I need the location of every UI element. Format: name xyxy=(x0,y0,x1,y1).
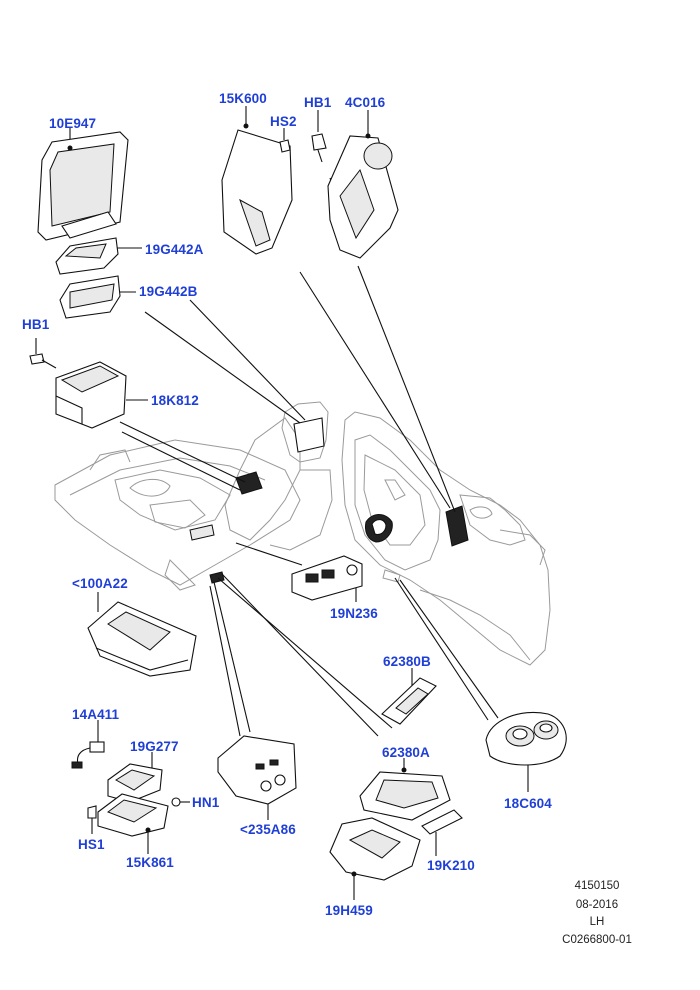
part-HN1-drawing xyxy=(171,797,181,807)
part-18K812-drawing xyxy=(55,361,127,429)
callout-HN1: HN1 xyxy=(192,795,220,810)
revision-date: 08-2016 xyxy=(575,899,619,911)
callout-10E947: 10E947 xyxy=(49,116,97,131)
callout-HS2: HS2 xyxy=(270,114,297,129)
callout-14A411: 14A411 xyxy=(72,707,120,722)
part-18C604-drawing xyxy=(485,711,567,766)
callout-19G442A: 19G442A xyxy=(145,242,204,257)
callout-19G277: 19G277 xyxy=(130,739,179,754)
part-10E947-drawing xyxy=(37,131,129,241)
callout-HB1-left: HB1 xyxy=(22,317,50,332)
callout-19N236: 19N236 xyxy=(330,606,378,621)
part-15K861-drawing xyxy=(97,793,169,837)
callout-19H459: 19H459 xyxy=(325,903,373,918)
drive-side: LH xyxy=(589,916,605,928)
callout-HS1: HS1 xyxy=(78,837,105,852)
part-HB1-left-drawing xyxy=(29,353,57,369)
callout-18C604: 18C604 xyxy=(504,796,552,811)
callout-62380B: 62380B xyxy=(383,654,431,669)
part-19N236-drawing xyxy=(291,555,363,601)
part-19G442A-drawing xyxy=(55,237,119,275)
callout-4C016: 4C016 xyxy=(345,95,386,110)
callout-15K600: 15K600 xyxy=(219,91,267,106)
part-14A411-drawing xyxy=(71,741,105,769)
callout-19G442B: 19G442B xyxy=(139,284,198,299)
leader-lines xyxy=(35,106,529,900)
callout-100A22: <100A22 xyxy=(72,576,128,591)
vehicle-interior-outline xyxy=(54,401,551,666)
part-62380B-drawing xyxy=(381,677,437,725)
callout-62380A: 62380A xyxy=(382,745,430,760)
part-HS2-drawing xyxy=(279,139,291,153)
callout-HB1-top: HB1 xyxy=(304,95,332,110)
part-HB1-top-drawing xyxy=(311,133,327,163)
part-15K600-drawing xyxy=(221,123,293,255)
illustration-code: C0266800-01 xyxy=(562,934,632,946)
callout-235A86: <235A86 xyxy=(240,822,296,837)
callout-15K861: 15K861 xyxy=(126,855,174,870)
part-19K210-drawing xyxy=(421,809,463,835)
part-19H459-drawing xyxy=(329,817,421,881)
part-235A86-drawing xyxy=(217,735,297,805)
part-4C016-drawing xyxy=(327,133,399,259)
callout-18K812: 18K812 xyxy=(151,393,199,408)
part-100A22-drawing xyxy=(87,601,197,677)
part-19G442B-drawing xyxy=(59,275,121,319)
part-19G277-drawing xyxy=(107,763,163,803)
callout-19K210: 19K210 xyxy=(427,858,475,873)
reference-number: 4150150 xyxy=(574,880,620,892)
part-62380A-drawing xyxy=(359,767,451,821)
part-HS1-drawing xyxy=(87,805,97,819)
installed-components xyxy=(189,417,469,584)
